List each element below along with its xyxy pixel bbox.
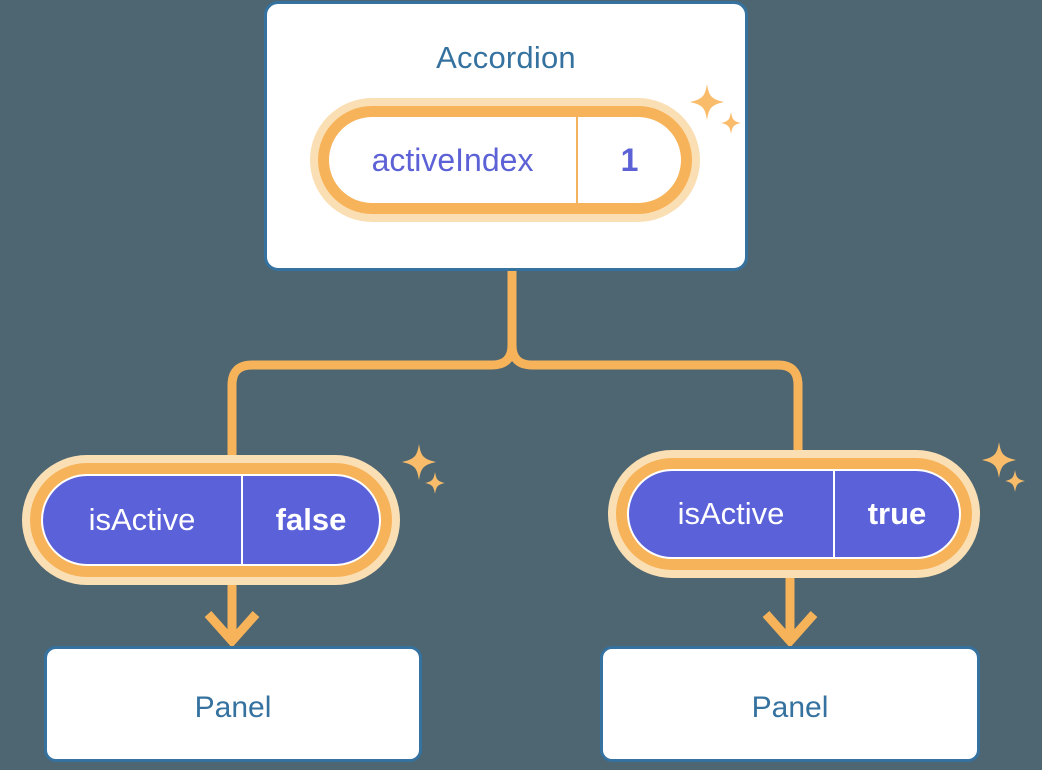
- accordion-title: Accordion: [436, 40, 576, 75]
- state-key-label: isActive: [43, 476, 243, 564]
- panel-component-box-right[interactable]: Panel: [600, 646, 980, 762]
- branch-connector: [227, 271, 803, 458]
- sparkle-icon-left: [402, 444, 445, 494]
- arrow-down-icon-right: [762, 576, 818, 648]
- panel-title-left: Panel: [194, 691, 272, 724]
- state-pill-isactive-true[interactable]: isActive true: [608, 450, 980, 578]
- sparkle-icon-root: [690, 84, 741, 134]
- state-pill-isactive-false[interactable]: isActive false: [22, 455, 400, 585]
- pill-body: activeIndex 1: [329, 117, 681, 203]
- pill-body: isActive false: [41, 474, 381, 566]
- panel-title-right: Panel: [751, 691, 829, 724]
- state-value-label: false: [275, 502, 347, 537]
- panel-component-box-left[interactable]: Panel: [44, 646, 422, 762]
- state-value-label: 1: [620, 141, 639, 178]
- sparkle-icon-right: [982, 442, 1025, 492]
- state-pill-activeindex[interactable]: activeIndex 1: [310, 98, 700, 222]
- state-key-label: activeIndex: [329, 117, 578, 203]
- state-key-label: isActive: [629, 471, 835, 557]
- pill-body: isActive true: [627, 469, 961, 559]
- state-value-label: true: [867, 496, 927, 531]
- arrow-down-icon-left: [204, 583, 260, 648]
